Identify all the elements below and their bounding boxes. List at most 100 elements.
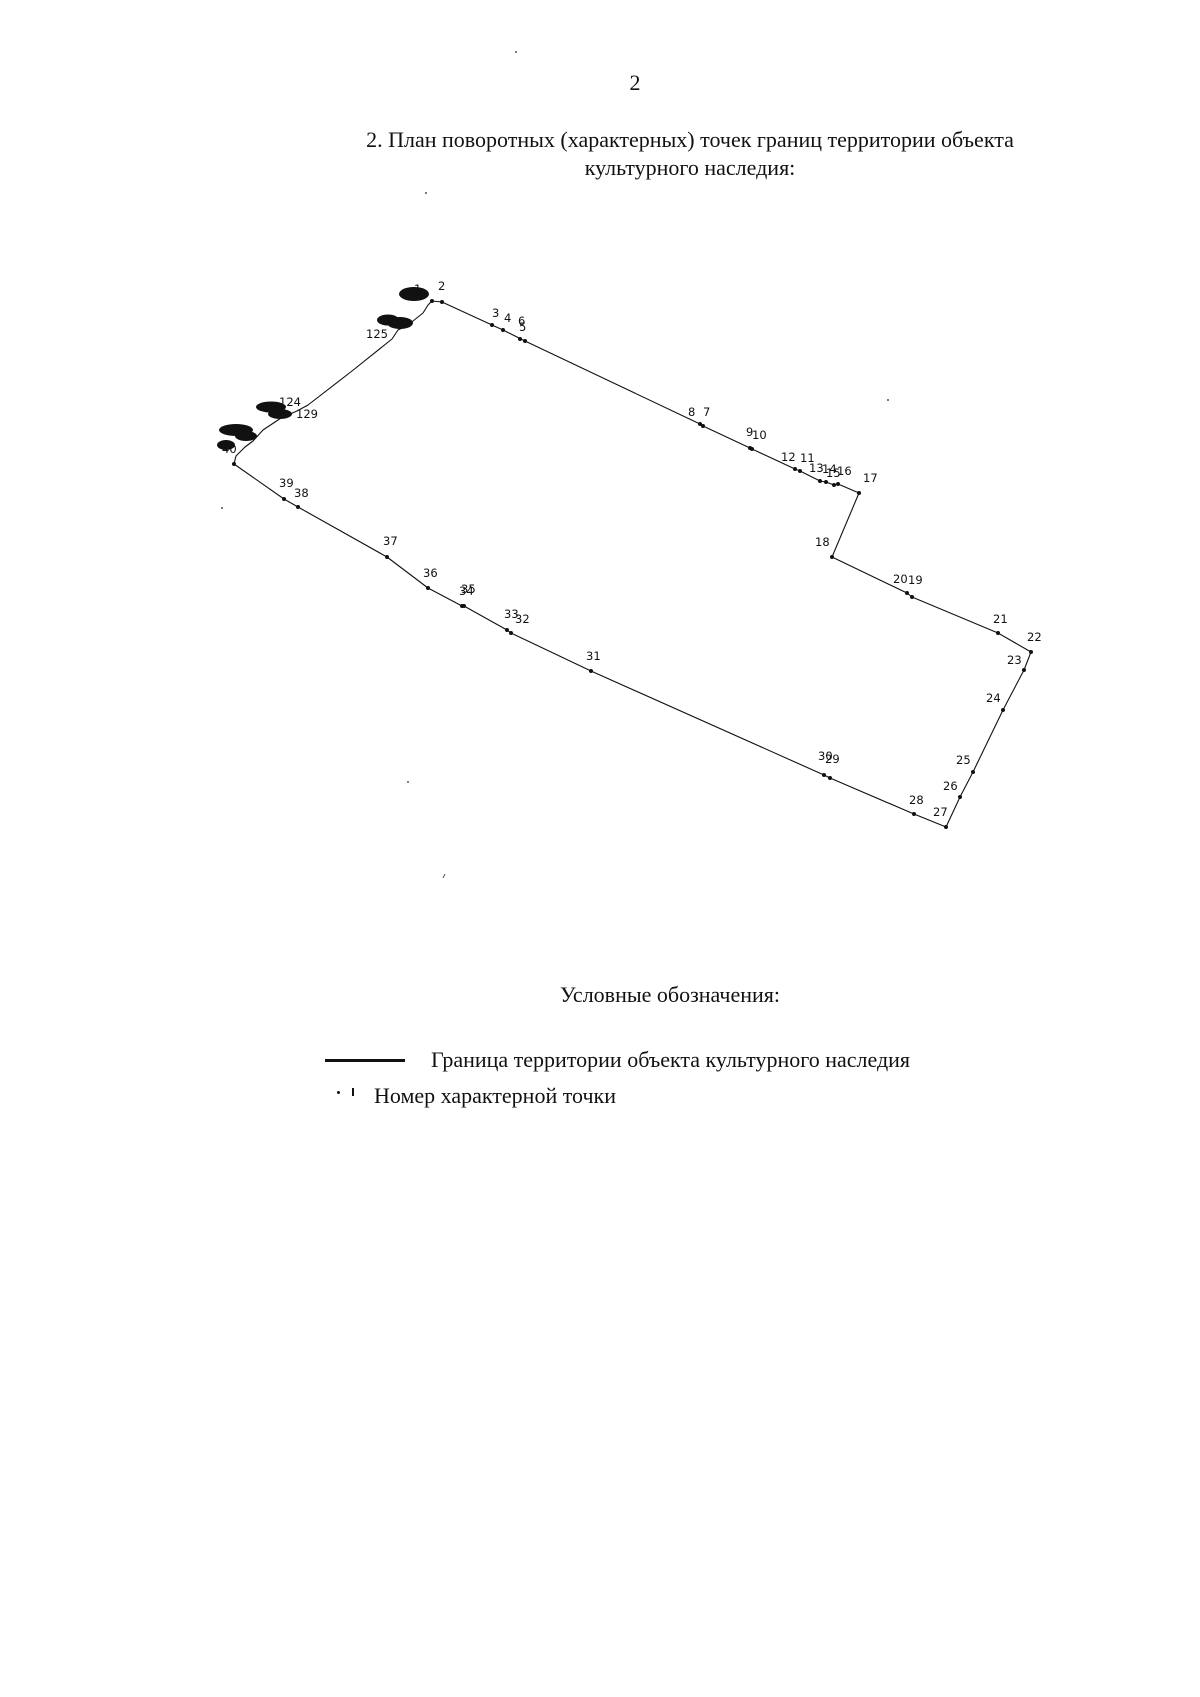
point-marker xyxy=(518,337,522,341)
legend-boundary-item: Граница территории объекта культурного н… xyxy=(325,1047,910,1073)
point-marker xyxy=(385,555,389,559)
point-label: 22 xyxy=(1027,630,1042,644)
point-label: 20 xyxy=(893,572,908,586)
point-marker xyxy=(750,447,754,451)
scan-artifacts xyxy=(221,51,889,879)
point-marker xyxy=(793,467,797,471)
point-label: 32 xyxy=(515,612,530,626)
point-label: 35 xyxy=(461,582,476,596)
point-label: 8 xyxy=(688,405,695,419)
dense-label-cluster xyxy=(217,440,235,450)
point-label: 6 xyxy=(518,314,525,328)
point-label: 124 xyxy=(279,395,301,409)
point-label: 23 xyxy=(1007,653,1022,667)
point-marker xyxy=(505,628,509,632)
scan-artifact xyxy=(442,873,446,879)
point-label: 26 xyxy=(943,779,958,793)
point-label: 10 xyxy=(752,428,767,442)
point-label: 31 xyxy=(586,649,601,663)
point-label: 39 xyxy=(279,476,294,490)
point-marker xyxy=(430,299,434,303)
point-label: 25 xyxy=(956,753,971,767)
point-marker xyxy=(824,480,828,484)
point-marker xyxy=(490,323,494,327)
point-marker xyxy=(912,812,916,816)
point-marker xyxy=(232,462,236,466)
dense-label-cluster xyxy=(235,431,257,441)
point-label: 40 xyxy=(222,442,237,456)
legend-point-label: Номер характерной точки xyxy=(374,1083,616,1108)
legend-title: Условные обозначения: xyxy=(560,982,781,1007)
point-label: 11 xyxy=(800,451,815,465)
point-label: 129 xyxy=(296,407,318,421)
plan-title: 2. План поворотных (характерных) точек г… xyxy=(300,126,1080,182)
point-marker xyxy=(822,773,826,777)
point-label: 38 xyxy=(294,486,309,500)
point-label: 4 xyxy=(504,311,511,325)
point-marker xyxy=(1022,668,1026,672)
point-sample-icon xyxy=(336,1088,358,1104)
scan-artifact xyxy=(221,507,223,509)
point-label: 14 xyxy=(822,462,837,476)
scan-artifact xyxy=(407,781,409,783)
point-label: 7 xyxy=(703,405,710,419)
point-marker xyxy=(1001,708,1005,712)
point-label: 29 xyxy=(825,752,840,766)
point-marker xyxy=(501,328,505,332)
point-label: 15 xyxy=(826,466,841,480)
point-marker xyxy=(509,631,513,635)
point-label: 9 xyxy=(746,425,753,439)
point-label: 18 xyxy=(815,535,830,549)
point-label: 24 xyxy=(986,691,1001,705)
point-marker xyxy=(828,776,832,780)
point-marker xyxy=(836,482,840,486)
plan-title-line-1: 2. План поворотных (характерных) точек г… xyxy=(366,127,1014,152)
point-label: 19 xyxy=(908,573,923,587)
point-label: 17 xyxy=(863,471,878,485)
point-label: 1 xyxy=(414,282,421,296)
dense-label-cluster xyxy=(399,287,429,301)
point-marker xyxy=(958,795,962,799)
point-label: 36 xyxy=(423,566,438,580)
point-label: 30 xyxy=(818,749,833,763)
point-label: 37 xyxy=(383,534,398,548)
point-label: 21 xyxy=(993,612,1008,626)
point-label: 125 xyxy=(366,327,388,341)
point-marker xyxy=(426,586,430,590)
legend-boundary-label: Граница территории объекта культурного н… xyxy=(431,1047,911,1072)
scan-artifact xyxy=(887,399,889,401)
point-marker xyxy=(589,669,593,673)
point-label: 13 xyxy=(809,461,824,475)
point-marker xyxy=(857,491,861,495)
scan-artifact xyxy=(515,51,517,53)
point-label: 12 xyxy=(781,450,796,464)
point-label: 5 xyxy=(519,320,526,334)
point-marker xyxy=(296,505,300,509)
point-marker xyxy=(830,555,834,559)
point-marker xyxy=(944,825,948,829)
point-marker xyxy=(440,300,444,304)
point-marker xyxy=(701,424,705,428)
point-label: 3 xyxy=(492,306,499,320)
point-marker xyxy=(798,469,802,473)
point-marker xyxy=(282,497,286,501)
point-marker xyxy=(905,591,909,595)
point-label: 2 xyxy=(438,279,445,293)
point-marker xyxy=(910,595,914,599)
point-marker xyxy=(462,604,466,608)
point-label: 33 xyxy=(504,607,519,621)
legend-point-item: Номер характерной точки xyxy=(336,1083,616,1109)
point-marker xyxy=(1029,650,1033,654)
point-label: 16 xyxy=(837,464,852,478)
page-number: 2 xyxy=(629,70,641,95)
point-marker xyxy=(818,479,822,483)
point-marker xyxy=(971,770,975,774)
point-label: 34 xyxy=(459,584,474,598)
dense-label-cluster xyxy=(268,409,292,419)
dense-label-cluster xyxy=(387,317,413,329)
boundary-line xyxy=(233,300,1032,828)
point-marker xyxy=(523,339,527,343)
point-marker xyxy=(698,422,702,426)
